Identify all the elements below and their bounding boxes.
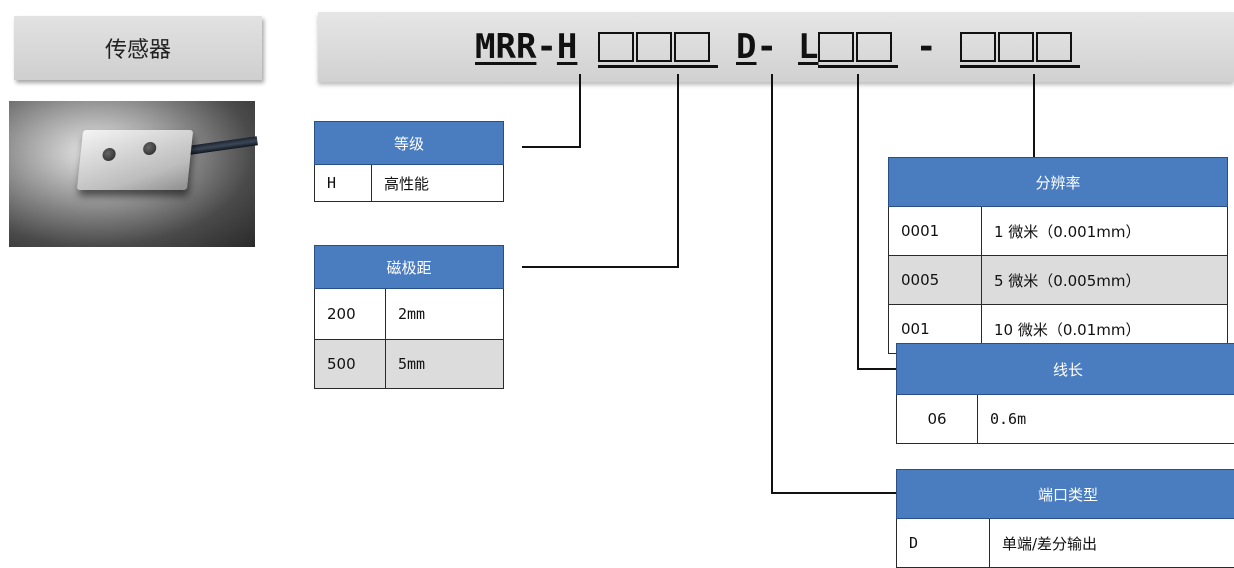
cable-length-code: 06 — [897, 395, 978, 444]
connector-resolution-v — [1033, 74, 1035, 158]
resolution-desc: 1 微米（0.001mm） — [982, 207, 1228, 256]
pole-pitch-code: 200 — [315, 289, 386, 340]
connector-grade-v — [579, 74, 581, 148]
model-dash-1: - — [536, 27, 556, 67]
category-label-text: 传感器 — [105, 32, 171, 64]
resolution-code: 0001 — [889, 207, 982, 256]
resolution-placeholder — [960, 24, 1080, 70]
port-type-table-header: 端口类型 — [897, 470, 1234, 519]
table-row: 0005 5 微米（0.005mm） — [889, 256, 1228, 305]
model-prefix-a: MRR — [475, 27, 536, 67]
pole-pitch-code: 500 — [315, 340, 386, 389]
pole-pitch-desc: 2mm — [386, 289, 504, 340]
cable-length-desc: 0.6m — [978, 395, 1234, 444]
grade-table-header: 等级 — [315, 122, 504, 165]
grade-desc: 高性能 — [372, 165, 504, 202]
table-row: 500 5mm — [315, 340, 504, 389]
connector-port-h — [771, 492, 898, 494]
mount-hole-right — [143, 142, 157, 155]
resolution-table-header: 分辨率 — [889, 158, 1228, 207]
model-type-code: D — [736, 27, 756, 67]
resolution-table: 分辨率 0001 1 微米（0.001mm） 0005 5 微米（0.005mm… — [888, 157, 1228, 354]
model-length-code: L — [798, 27, 818, 67]
connector-pole-h — [522, 266, 679, 268]
connector-grade-h — [522, 146, 581, 148]
connector-port-v — [771, 74, 773, 494]
cable-length-table-header: 线长 — [897, 344, 1234, 395]
pole-pitch-desc: 5mm — [386, 340, 504, 389]
connector-pole-v — [677, 74, 679, 268]
cable-length-table: 线长 06 0.6m — [896, 343, 1234, 444]
sensor-body — [77, 130, 193, 190]
mount-hole-left — [102, 148, 116, 161]
pole-pitch-table-header: 磁极距 — [315, 246, 504, 289]
model-dash-2: - — [756, 27, 776, 67]
resolution-desc: 5 微米（0.005mm） — [982, 256, 1228, 305]
grade-table: 等级 H 高性能 — [314, 121, 504, 202]
pole-pitch-placeholder — [598, 24, 718, 70]
port-type-table: 端口类型 D 单端/差分输出 — [896, 469, 1234, 568]
table-row: 06 0.6m — [897, 395, 1234, 444]
length-segment: L — [798, 24, 818, 70]
connector-length-v — [857, 74, 859, 370]
table-row: 0001 1 微米（0.001mm） — [889, 207, 1228, 256]
model-code-bar: MRR-H D- L - — [318, 12, 1234, 82]
model-dash-3: - — [916, 24, 936, 70]
table-row: 200 2mm — [315, 289, 504, 340]
length-placeholder — [818, 24, 898, 70]
grade-code: H — [315, 165, 372, 202]
category-label: 传感器 — [14, 16, 262, 80]
port-type-desc: 单端/差分输出 — [990, 519, 1234, 568]
connector-length-h — [857, 368, 898, 370]
type-segment: D- — [736, 24, 777, 70]
table-row: H 高性能 — [315, 165, 504, 202]
resolution-code: 0005 — [889, 256, 982, 305]
pole-pitch-table: 磁极距 200 2mm 500 5mm — [314, 245, 504, 389]
port-type-code: D — [897, 519, 990, 568]
table-row: D 单端/差分输出 — [897, 519, 1234, 568]
model-prefix-b: H — [557, 27, 577, 67]
model-prefix: MRR-H — [475, 24, 577, 70]
